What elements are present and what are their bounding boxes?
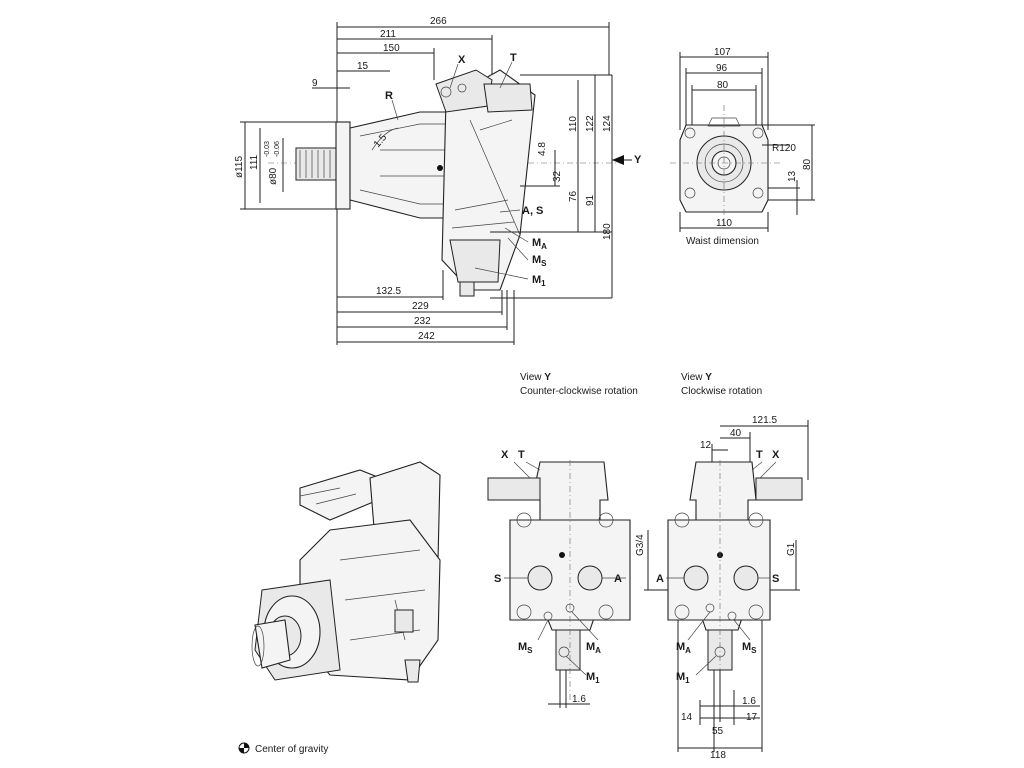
- dim-13: 13: [787, 170, 798, 182]
- port-label-t: T: [510, 52, 517, 64]
- dim-96: 96: [716, 63, 728, 74]
- dim-132-5: 132.5: [376, 286, 401, 297]
- cw-dim-g3-4: G3/4: [635, 534, 646, 556]
- cw-dim-121-5: 121.5: [752, 415, 777, 426]
- port-label-r: R: [385, 90, 393, 102]
- dim-122: 122: [585, 115, 596, 132]
- isometric-view: [251, 461, 441, 683]
- mounting-flange: [335, 121, 351, 210]
- legend-text: Center of gravity: [255, 744, 328, 755]
- view-y-ccw: X T S A MS MA M1 1.6: [487, 449, 631, 708]
- dim-124: 124: [602, 115, 613, 132]
- iso-control-valve: [299, 469, 381, 521]
- port-label-ms: MS: [532, 254, 547, 268]
- view-ccw-subtitle: Counter-clockwise rotation: [520, 386, 638, 397]
- lower-block: [449, 239, 501, 283]
- view-ccw-title: View Y: [520, 372, 551, 383]
- ccw-label-x: X: [501, 449, 509, 461]
- ccw-label-a: A: [614, 573, 622, 585]
- dim-111: 111: [249, 154, 260, 170]
- cw-label-ms: MS: [742, 641, 757, 655]
- cw-label-ma: MA: [676, 641, 691, 655]
- dim-110-bottom: 110: [716, 218, 732, 229]
- dim-232: 232: [414, 316, 431, 327]
- control-valve-x: [435, 69, 493, 113]
- dim-80-right: 80: [802, 158, 813, 170]
- port-label-m1: M1: [532, 274, 546, 288]
- dim-4-8: 4.8: [537, 142, 548, 156]
- dim-dia115: ø115: [234, 156, 245, 178]
- cw-valve-x: [755, 477, 803, 501]
- view-cw-title: View Y: [681, 372, 712, 383]
- cw-label-s: S: [772, 573, 779, 585]
- side-view: 266 211 150 15 9 ø115 111 ø80 -0.03 -0.0…: [234, 16, 642, 345]
- dim-80-top: 80: [717, 80, 729, 91]
- ccw-port-s: [527, 565, 553, 591]
- ccw-valve-x: [487, 477, 541, 501]
- ccw-lower-body: [555, 629, 581, 671]
- dim-dia80: ø80: [268, 167, 279, 185]
- port-label-ma: MA: [532, 237, 547, 251]
- legend: Center of gravity: [238, 742, 328, 755]
- dim-150: 150: [383, 43, 400, 54]
- dim-266: 266: [430, 16, 447, 27]
- iso-port-m1: [404, 659, 421, 683]
- port-m1: [459, 281, 475, 297]
- dim-107: 107: [714, 47, 731, 58]
- ccw-label-s: S: [494, 573, 501, 585]
- dim-91: 91: [585, 194, 596, 206]
- port-t-block: [483, 83, 533, 113]
- port-label-as: A, S: [522, 205, 543, 217]
- dim-32: 32: [552, 170, 563, 182]
- dim-242: 242: [418, 331, 435, 342]
- view-arrow-label: Y: [634, 154, 642, 166]
- front-view: 107 96 80 R120 80 13 110 Waist dimension: [670, 47, 815, 247]
- dim-229: 229: [412, 301, 429, 312]
- dim-76: 76: [568, 190, 579, 202]
- ccw-label-ma: MA: [586, 641, 601, 655]
- iso-shaft: [254, 619, 291, 669]
- cw-lower-body: [707, 629, 733, 671]
- dim-tol-upper: -0.03: [264, 141, 271, 157]
- cw-label-t: T: [756, 449, 763, 461]
- dim-110: 110: [568, 116, 579, 132]
- cw-dim-17: 17: [746, 712, 758, 723]
- control-block: [441, 69, 536, 291]
- dim-9: 9: [312, 78, 318, 89]
- dim-211: 211: [380, 29, 396, 40]
- view-cw-subtitle: Clockwise rotation: [681, 386, 762, 397]
- iso-nameplate: [394, 609, 414, 633]
- dim-15: 15: [357, 61, 369, 72]
- center-of-gravity-marker: [437, 165, 443, 171]
- cw-dim-14: 14: [681, 712, 693, 723]
- cw-dim-1-6: 1.6: [742, 696, 756, 707]
- cw-dim-g1: G1: [786, 542, 797, 556]
- ccw-dim-1-6: 1.6: [572, 694, 586, 705]
- cw-port-s: [733, 565, 759, 591]
- ccw-port-a: [577, 565, 603, 591]
- center-of-gravity-icon: [238, 742, 250, 754]
- cw-port-a: [683, 565, 709, 591]
- ccw-label-ms: MS: [518, 641, 533, 655]
- cw-label-m1: M1: [676, 671, 690, 685]
- dim-tol-lower: -0.06: [274, 141, 281, 157]
- ccw-label-t: T: [518, 449, 525, 461]
- dim-180: 180: [602, 223, 613, 240]
- view-y-arrow-icon: [612, 155, 624, 165]
- cw-dim-118: 118: [710, 750, 726, 761]
- ccw-label-m1: M1: [586, 671, 600, 685]
- cw-dim-55: 55: [712, 726, 724, 737]
- cw-dim-40: 40: [730, 428, 742, 439]
- port-label-x: X: [458, 54, 466, 66]
- cw-label-x: X: [772, 449, 780, 461]
- cw-label-a: A: [656, 573, 664, 585]
- waist-dimension-caption: Waist dimension: [686, 236, 759, 247]
- cw-dim-12: 12: [700, 440, 712, 451]
- view-y-cw: T X A S MA MS M1 121.5 40 12 G3/4 G1: [635, 415, 809, 761]
- dim-r120: R120: [772, 143, 796, 154]
- cw-main-body: [667, 519, 771, 621]
